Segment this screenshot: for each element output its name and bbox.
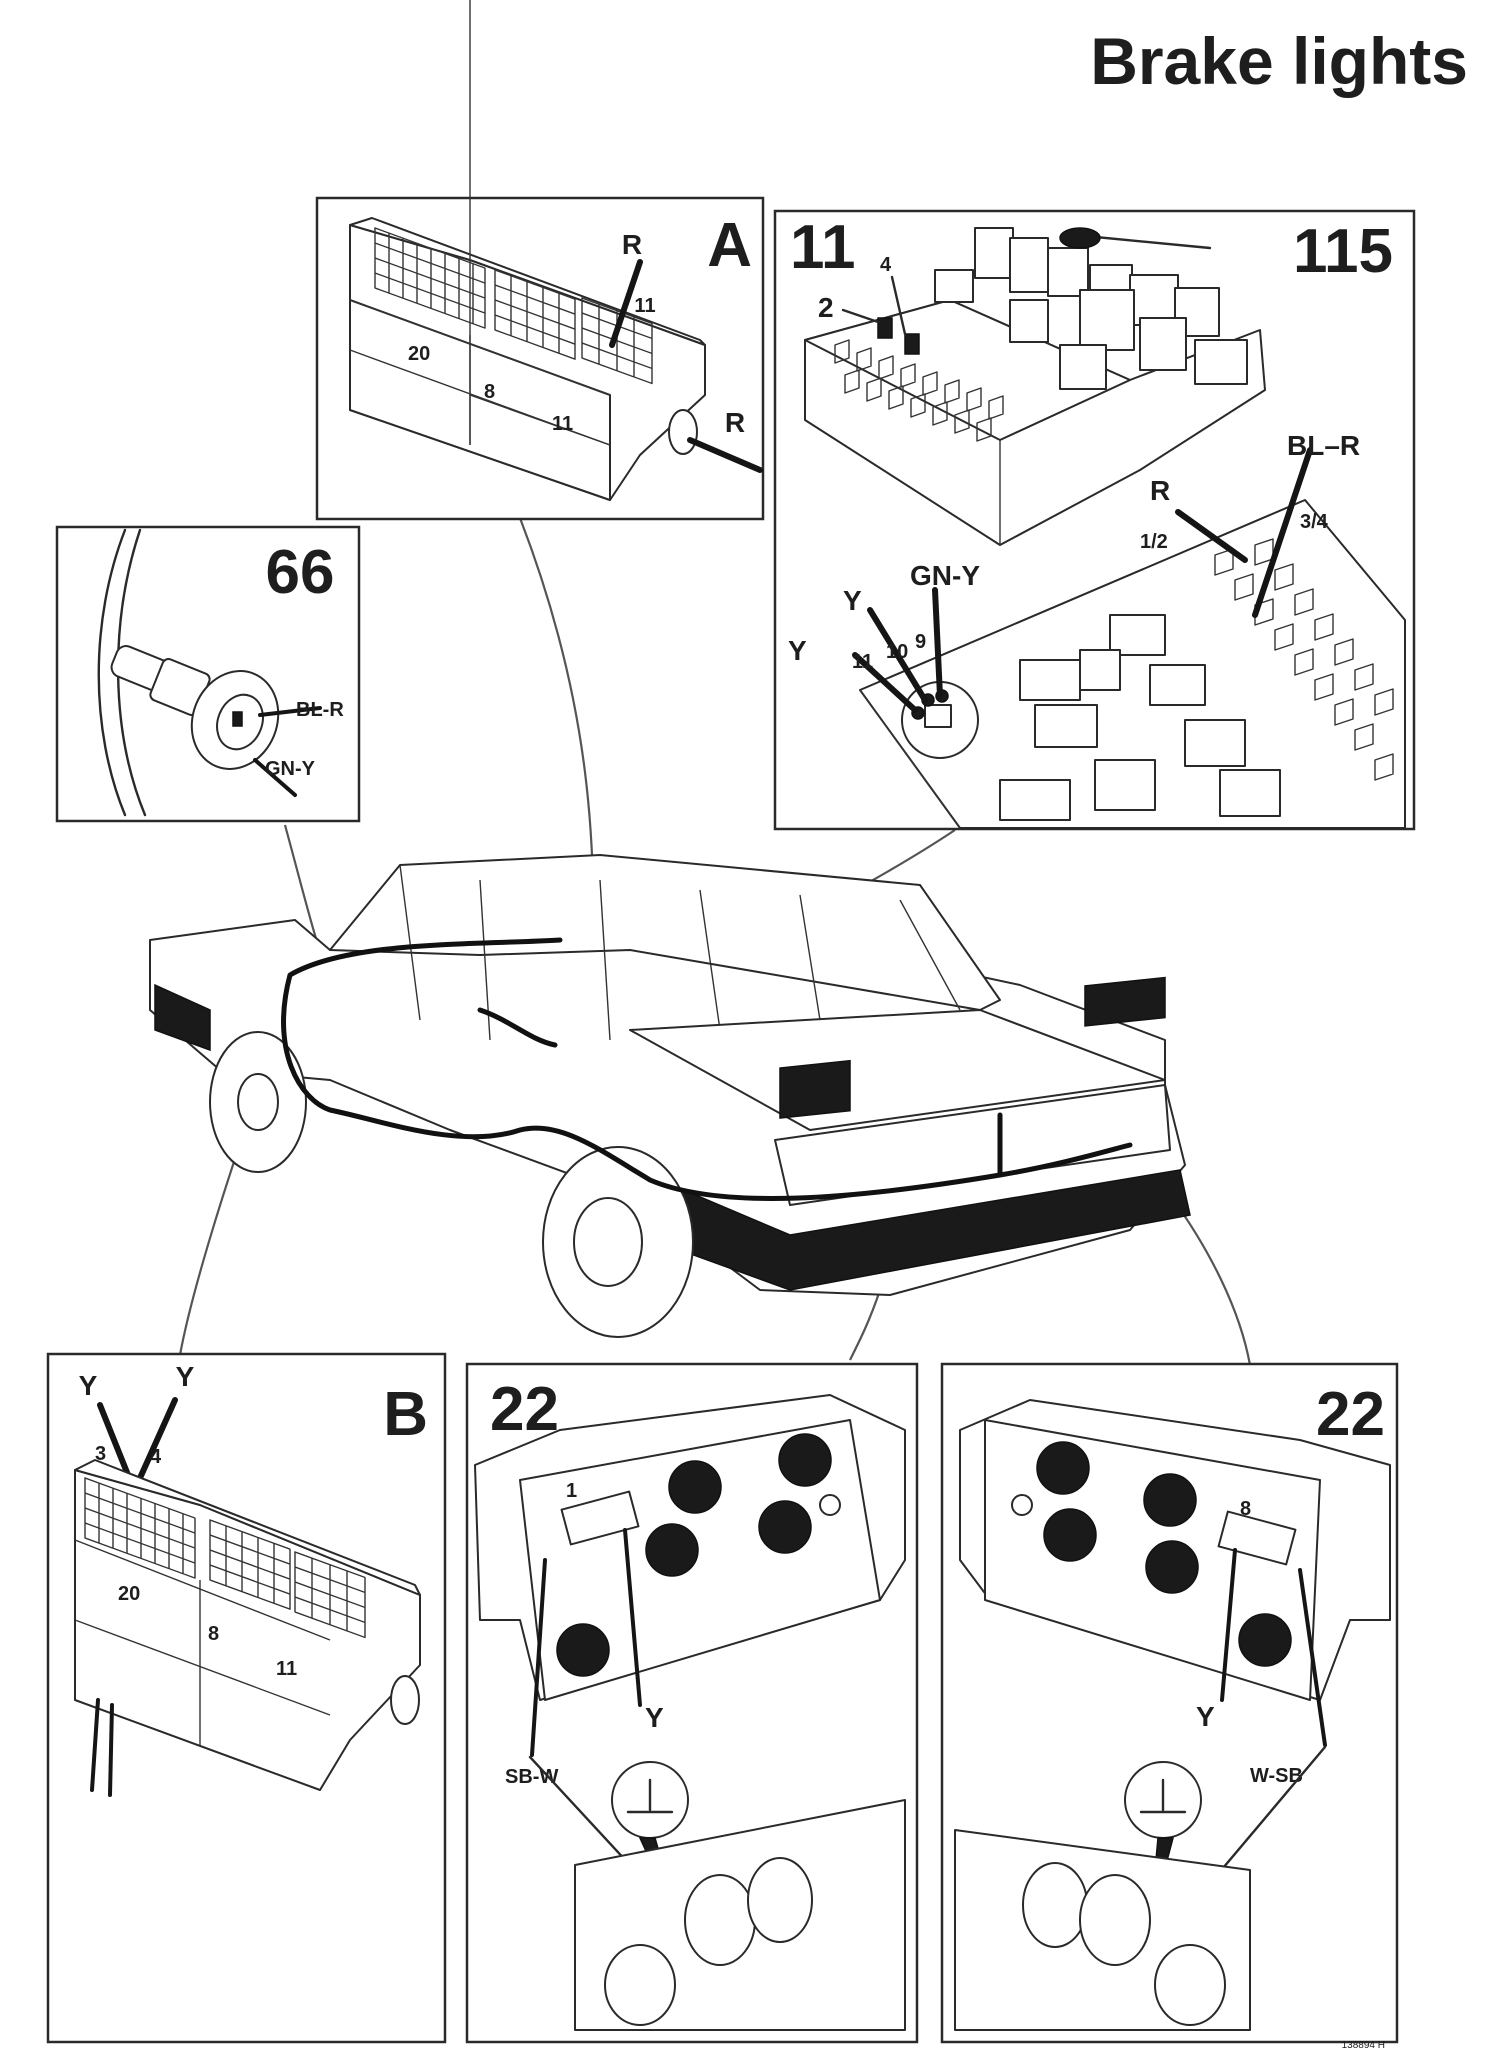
right-tail-light bbox=[1084, 976, 1166, 1027]
pin-10-label: 10 bbox=[886, 641, 908, 663]
wire-a-r-top-label: R bbox=[622, 229, 642, 260]
wire-b-y2-label: Y bbox=[176, 1361, 195, 1392]
wire-b-y1 bbox=[97, 1402, 133, 1483]
lamp-left-ref: 22 bbox=[490, 1375, 559, 1444]
wire-66-blr-label: BL-R bbox=[296, 699, 344, 721]
lamp-right-ground-symbol bbox=[1124, 1761, 1202, 1839]
lamp-left-wire-ground-label: SB-W bbox=[505, 1766, 558, 1788]
connector-a: 20 8 11 bbox=[349, 0, 706, 501]
lamp-right-ref: 22 bbox=[1316, 1380, 1385, 1449]
fuse-4 bbox=[904, 333, 920, 355]
lamp-left-bulbs bbox=[556, 1433, 841, 1677]
lamp-left-wire-y bbox=[623, 1528, 642, 1707]
lamp-right-wire-ground bbox=[1298, 1568, 1327, 1747]
panel-lamp-left: 22 1 Y SB-W bbox=[465, 1362, 919, 2044]
wire-r-label: R bbox=[1150, 475, 1170, 506]
wire-fusebox-blr bbox=[1252, 447, 1313, 618]
car-trunk bbox=[629, 1009, 1166, 1131]
relays bbox=[934, 227, 1248, 390]
front-bumper bbox=[154, 983, 211, 1052]
page-title: Brake lights bbox=[1090, 24, 1468, 98]
lamp-right-wire-y bbox=[1220, 1548, 1237, 1702]
lamp-left-body-panel bbox=[574, 1799, 906, 2031]
lamp-right-wire-ground-label: W-SB bbox=[1250, 1765, 1303, 1787]
lamp-right-body-panel bbox=[954, 1829, 1251, 2031]
panel-a: A bbox=[315, 0, 765, 521]
panel-a-letter: A bbox=[707, 211, 752, 280]
wire-fusebox-gny bbox=[932, 587, 943, 699]
panel-lamp-right: 22 8 Y W-SB bbox=[940, 1362, 1399, 2044]
connector-b-pin-4: 4 bbox=[150, 1446, 162, 1468]
connector-a-block-8: 8 bbox=[484, 381, 495, 403]
panel-b: B Y Y 3 4 bbox=[46, 1352, 447, 2044]
callout-lamp-right bbox=[1169, 1194, 1252, 1366]
wire-fusebox-y2 bbox=[867, 607, 928, 703]
relay-ref: 115 bbox=[1293, 217, 1393, 286]
fusebox-ref: 11 bbox=[790, 213, 856, 282]
pin-11-label: 11 bbox=[852, 651, 873, 673]
connector-a-block-11: 11 bbox=[552, 413, 573, 435]
lamp-left-pin: 1 bbox=[566, 1480, 577, 1502]
pedal-arm bbox=[97, 528, 127, 817]
car-pillars bbox=[399, 864, 961, 1041]
lamp-right-bulbs bbox=[1011, 1441, 1292, 1667]
plate-sockets bbox=[999, 614, 1281, 821]
wire-fusebox-r bbox=[1175, 509, 1248, 563]
panel-b-letter: B bbox=[383, 1380, 428, 1449]
wire-blr-label: BL–R bbox=[1287, 430, 1360, 461]
wire-66-blr bbox=[258, 706, 322, 717]
lamp-right-pin: 8 bbox=[1240, 1498, 1251, 1520]
lamp-right-connector bbox=[1217, 1510, 1297, 1566]
fuse-4-label: 4 bbox=[880, 254, 892, 276]
brake-light-switch bbox=[110, 645, 280, 770]
lamp-left-housing: 1 bbox=[474, 1394, 906, 1701]
fuse-row bbox=[834, 339, 1004, 442]
lamp-left-connector bbox=[560, 1490, 640, 1546]
wire-y2-label: Y bbox=[843, 585, 862, 616]
wire-fusebox-y1 bbox=[852, 652, 918, 713]
wiring-harness bbox=[281, 937, 1133, 1201]
wire-a-r-top bbox=[609, 259, 643, 348]
lamp-left-ground-symbol bbox=[611, 1761, 689, 1839]
wire-b-y2 bbox=[137, 1397, 178, 1481]
wire-a-r-right bbox=[687, 437, 763, 473]
wire-gny-label: GN-Y bbox=[910, 560, 980, 591]
left-tail-light bbox=[779, 1059, 851, 1119]
wire-y1-label: Y bbox=[788, 635, 807, 666]
pin-9-label: 9 bbox=[915, 631, 926, 653]
lamp-right-wire-y-label: Y bbox=[1196, 1701, 1215, 1732]
connector-b-block-11: 11 bbox=[276, 1658, 297, 1680]
car-cabin bbox=[329, 854, 1001, 1011]
callout-lamp-left bbox=[849, 1289, 882, 1361]
panel-fusebox: 11 115 bbox=[773, 209, 1416, 831]
connector-b-block-8: 8 bbox=[208, 1623, 219, 1645]
fuse-2 bbox=[877, 317, 893, 339]
car-rear-panel bbox=[774, 1084, 1171, 1206]
connector-a-block-20: 20 bbox=[408, 343, 430, 365]
car-illustration bbox=[149, 854, 1191, 1338]
lamp-left-wire-ground bbox=[530, 1558, 547, 1757]
wire-a-r-right-label: R bbox=[725, 407, 745, 438]
central-electrical-unit bbox=[804, 227, 1266, 546]
connector-a-pin-11: 11 bbox=[634, 295, 655, 317]
switch-ref: 66 bbox=[266, 538, 335, 607]
lamp-left-wire-y-label: Y bbox=[645, 1702, 664, 1733]
wire-b-y1-label: Y bbox=[79, 1370, 98, 1401]
figure-code: 138894 H bbox=[1342, 2040, 1385, 2051]
connector-b-pin-3: 3 bbox=[95, 1443, 106, 1465]
pos-34-label: 3/4 bbox=[1300, 511, 1329, 533]
fuse-2-label: 2 bbox=[818, 292, 834, 323]
lamp-right-housing: 8 bbox=[959, 1399, 1391, 1701]
wire-66-gny-label: GN-Y bbox=[265, 758, 316, 780]
panel-66: 66 BL-R GN-Y bbox=[55, 525, 361, 823]
wire-66-gny bbox=[253, 758, 297, 797]
connector-b bbox=[74, 1459, 421, 1797]
pos-12-label: 1/2 bbox=[1140, 531, 1168, 553]
connector-b-block-20: 20 bbox=[118, 1583, 140, 1605]
